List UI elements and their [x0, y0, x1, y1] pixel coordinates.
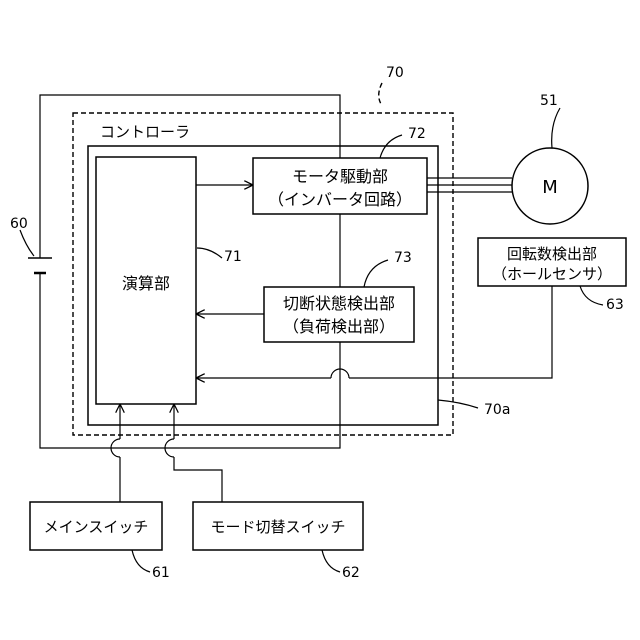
- motor-ref: 51: [540, 93, 558, 109]
- battery-ref: 60: [10, 216, 28, 232]
- motor-symbol: M: [542, 177, 558, 198]
- rotation-detect-sublabel: （ホールセンサ）: [492, 265, 612, 283]
- mode-switch-ref: 62: [342, 565, 360, 581]
- board-ref: 70a: [484, 402, 510, 418]
- battery-leader: [20, 230, 34, 256]
- main-switch-label: メインスイッチ: [44, 518, 149, 536]
- mode-switch-line-low: [174, 457, 222, 502]
- main-switch-leader: [132, 550, 150, 572]
- motor-leader: [552, 108, 560, 148]
- controller-label: コントローラ: [100, 123, 190, 141]
- arithmetic-unit-leader: [197, 248, 222, 258]
- arithmetic-unit-ref: 71: [224, 249, 242, 265]
- arithmetic-unit-label: 演算部: [122, 274, 170, 293]
- main-switch-ref: 61: [152, 565, 170, 581]
- mode-switch-leader: [322, 550, 340, 572]
- rotation-detect-leader: [580, 286, 603, 305]
- cutoff-detect-label: 切断状態検出部: [283, 294, 395, 313]
- motor-drive-label: モータ駆動部: [292, 167, 388, 186]
- cutoff-detect-leader: [364, 260, 388, 287]
- board-leader: [438, 400, 478, 408]
- rotation-detect-ref: 63: [606, 297, 624, 313]
- controller-leader: [379, 83, 382, 104]
- controller-ref: 70: [386, 65, 404, 81]
- cutoff-detect-sublabel: （負荷検出部）: [283, 317, 395, 336]
- rotation-detect-label: 回転数検出部: [507, 245, 597, 263]
- motor-drive-sublabel: （インバータ回路）: [268, 190, 412, 209]
- mode-switch-label: モード切替スイッチ: [210, 518, 345, 536]
- cutoff-detect-ref: 73: [394, 250, 412, 266]
- motor-drive-ref: 72: [408, 126, 426, 142]
